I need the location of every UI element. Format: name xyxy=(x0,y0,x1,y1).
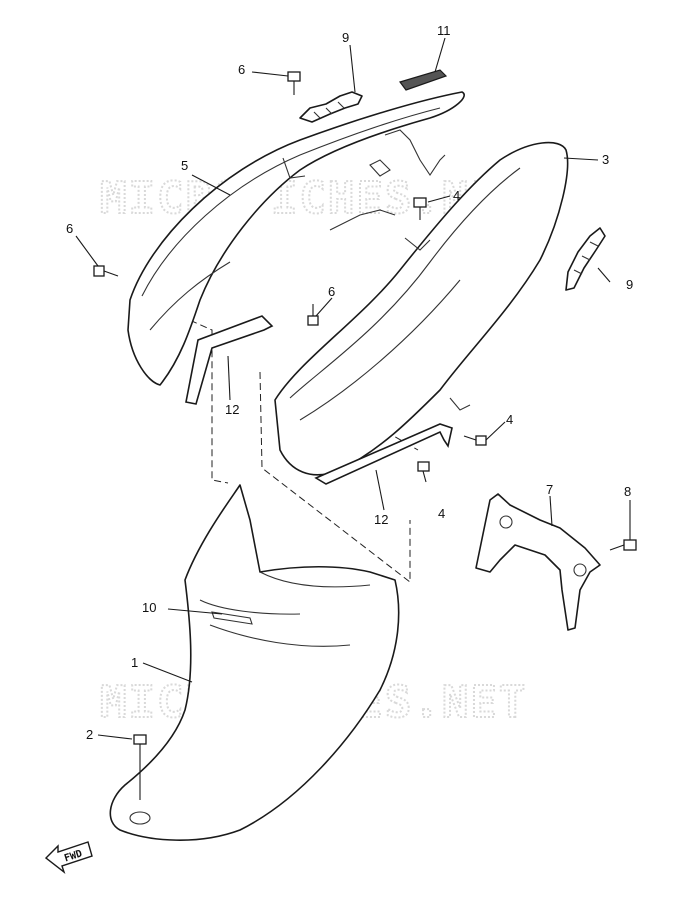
callout-4-upper: 4 xyxy=(453,188,460,203)
callout-4-lower: 4 xyxy=(438,506,445,521)
part-11-decal xyxy=(399,69,448,91)
fwd-label: FWD xyxy=(63,848,84,864)
callout-2: 2 xyxy=(86,727,93,742)
callout-leaders xyxy=(75,37,631,740)
callout-12-right: 12 xyxy=(374,512,388,527)
callout-10: 10 xyxy=(142,600,156,615)
bolt-8 xyxy=(609,539,637,551)
bolt-2 xyxy=(133,734,147,800)
callout-12-left: 12 xyxy=(225,402,239,417)
callout-11: 11 xyxy=(437,23,451,38)
part-1-rear-fender xyxy=(109,484,400,841)
part-12-trim-strip-left xyxy=(185,315,274,405)
part-3-right-side-cover xyxy=(274,141,569,476)
callout-labels: 6 9 11 5 3 4 6 9 6 12 4 12 4 7 8 10 1 2 xyxy=(66,23,633,742)
callout-7: 7 xyxy=(546,482,553,497)
callout-9-right: 9 xyxy=(626,277,633,292)
part-7-cover-bracket xyxy=(475,493,601,631)
bolt-6-top xyxy=(287,71,301,95)
callout-6-top: 6 xyxy=(238,62,245,77)
part-5-left-side-cover xyxy=(127,91,465,386)
callout-8: 8 xyxy=(624,484,631,499)
center-bracket xyxy=(329,129,446,231)
fwd-arrow-icon: FWD xyxy=(44,841,93,874)
bolt-4-lower xyxy=(417,461,430,483)
part-12-trim-strip-right xyxy=(314,423,453,485)
callout-1: 1 xyxy=(131,655,138,670)
bolt-6-center xyxy=(307,304,319,326)
part-9-emblem-upper xyxy=(299,91,363,123)
callout-3: 3 xyxy=(602,152,609,167)
callout-5: 5 xyxy=(181,158,188,173)
bolt-4-right xyxy=(463,435,487,446)
callout-9-top: 9 xyxy=(342,30,349,45)
callout-6-left: 6 xyxy=(66,221,73,236)
part-9-emblem-right xyxy=(565,227,606,291)
callout-4-right: 4 xyxy=(506,412,513,427)
callout-6-center: 6 xyxy=(328,284,335,299)
bolt-6-left xyxy=(93,265,119,277)
part-10-fender-strip xyxy=(211,611,253,625)
bolt-4-upper xyxy=(413,197,427,220)
